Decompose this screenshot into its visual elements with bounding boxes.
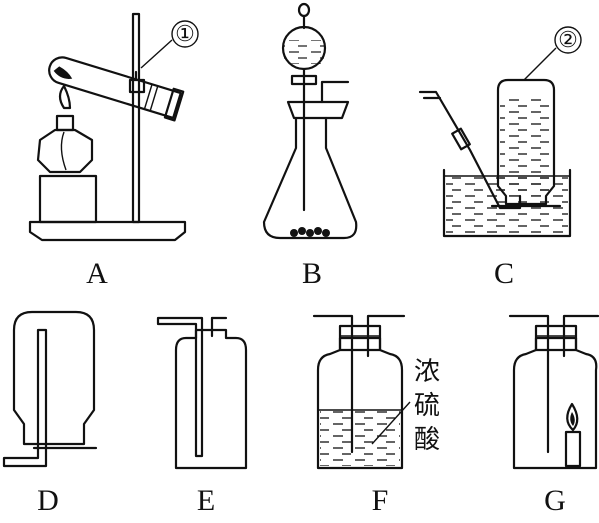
flask-solid bbox=[290, 227, 330, 237]
alcohol-lamp bbox=[36, 128, 94, 174]
stand-rod bbox=[131, 12, 141, 224]
test-tube bbox=[48, 56, 185, 122]
inverted-gas-jar bbox=[496, 78, 556, 206]
label-e: E bbox=[197, 484, 215, 517]
delivery-tube-d bbox=[2, 328, 48, 468]
apparatus-b bbox=[262, 2, 358, 240]
marker-1-circle bbox=[171, 20, 199, 48]
apparatus-a bbox=[28, 12, 199, 242]
flame bbox=[58, 84, 72, 110]
label-d: D bbox=[37, 484, 59, 517]
annotation-char-3: 酸 bbox=[414, 425, 440, 455]
candle-flame bbox=[566, 402, 579, 432]
outlet-tube-f bbox=[366, 314, 406, 358]
label-a: A bbox=[86, 257, 108, 290]
delivery-tube-c bbox=[418, 90, 522, 210]
annotation-char-2: 硫 bbox=[414, 391, 440, 421]
annotation-pointer bbox=[371, 401, 411, 445]
label-f: F bbox=[372, 484, 389, 517]
candle bbox=[564, 430, 582, 468]
lamp-wick bbox=[60, 131, 67, 171]
gas-jar-e bbox=[174, 328, 248, 470]
label-c: C bbox=[494, 257, 514, 290]
inlet-tube-f bbox=[312, 314, 354, 454]
apparatus-e bbox=[156, 316, 248, 470]
outlet-tube-g bbox=[562, 314, 599, 358]
marker-2-pointer bbox=[523, 47, 557, 81]
apparatus-d bbox=[2, 310, 98, 468]
water-trough bbox=[442, 168, 572, 238]
marker-1-pointer bbox=[140, 39, 173, 69]
marker-2-circle bbox=[554, 26, 582, 54]
bottle-g bbox=[512, 336, 598, 470]
bottle-stopper-f bbox=[338, 324, 382, 352]
apparatus-g bbox=[508, 314, 599, 470]
long-tube-e bbox=[156, 316, 204, 458]
lamp-wick-holder bbox=[55, 114, 75, 132]
support-block bbox=[38, 174, 98, 224]
marker-1: ① bbox=[175, 21, 195, 46]
stand-base bbox=[28, 220, 187, 242]
label-b: B bbox=[302, 257, 322, 290]
conical-flask bbox=[262, 116, 358, 240]
inverted-bottle bbox=[12, 310, 96, 446]
apparatus-c bbox=[418, 26, 582, 238]
bottle-stopper-g bbox=[534, 324, 578, 352]
flask-stopper bbox=[286, 100, 350, 120]
label-g: G bbox=[544, 484, 566, 517]
annotation-char-1: 浓 bbox=[414, 357, 440, 387]
delivery-tube-b bbox=[320, 80, 350, 104]
apparatus-f bbox=[312, 314, 411, 470]
marker-2: ② bbox=[558, 27, 578, 52]
inlet-tube-g bbox=[508, 314, 550, 454]
